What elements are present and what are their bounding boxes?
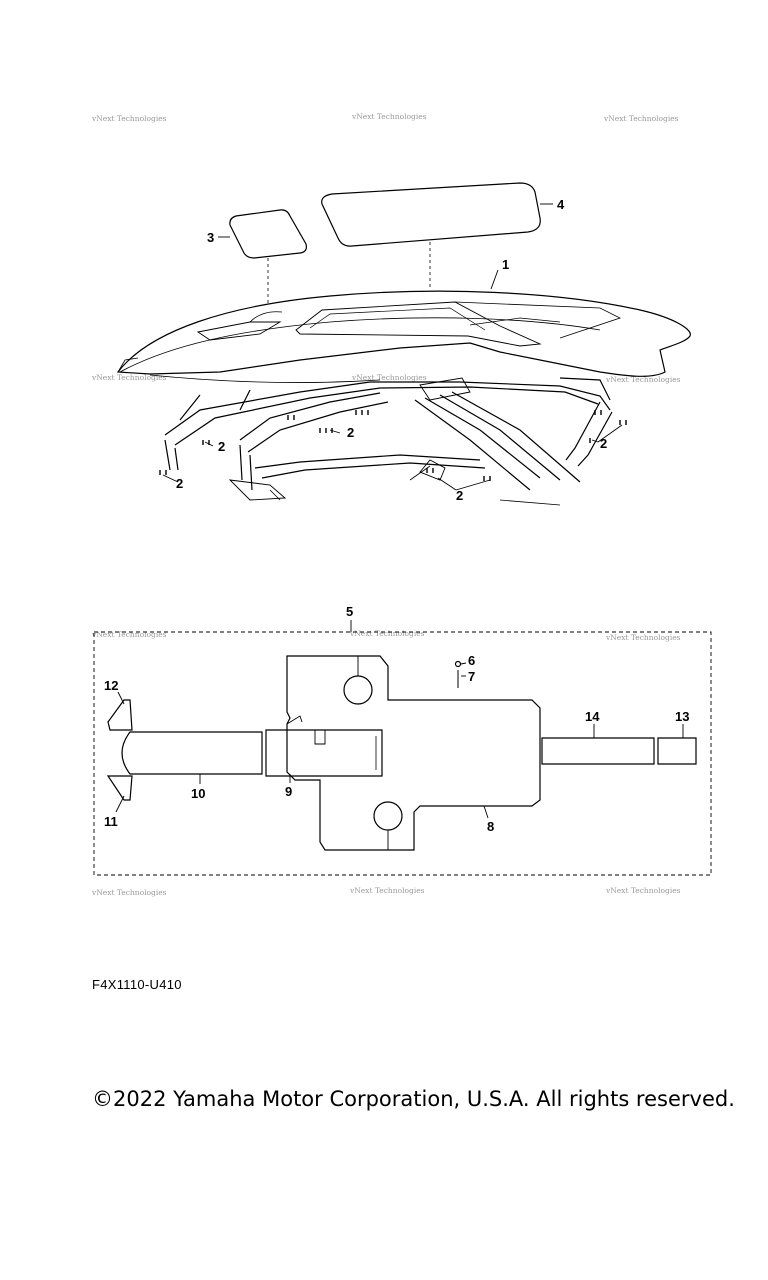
diagram-code: F4X1110-U410 xyxy=(92,977,182,992)
callout-3: 3 xyxy=(207,230,214,245)
kit-boundary xyxy=(93,631,712,876)
frame-tubes xyxy=(164,381,613,491)
mat-center xyxy=(121,731,263,775)
watermark: vNext Technologies xyxy=(349,886,425,895)
mat-side-lower xyxy=(106,775,133,801)
lower-callouts: 5 6 7 8 9 10 11 12 13 14 xyxy=(104,604,689,834)
callout-11: 11 xyxy=(104,814,118,829)
watermark: vNext Technologies xyxy=(349,629,425,638)
callout-1: 1 xyxy=(502,257,509,272)
callout-9: 9 xyxy=(285,784,292,799)
top-panel-small xyxy=(229,209,307,259)
watermark: vNext Technologies xyxy=(91,373,167,382)
leader-lines-lower xyxy=(115,662,684,819)
callout-14: 14 xyxy=(585,709,600,724)
canopy-assembly xyxy=(116,182,691,506)
mat-side-upper xyxy=(107,699,133,731)
watermark: vNext Technologies xyxy=(351,373,427,382)
fastener-head xyxy=(454,660,462,668)
watermark: vNext Technologies xyxy=(91,630,167,639)
watermark: vNext Technologies xyxy=(351,112,427,121)
upper-callouts: 1 3 4 2 2 2 2 2 xyxy=(176,197,607,503)
mat-cutout xyxy=(343,675,373,705)
callout-4: 4 xyxy=(557,197,565,212)
watermark: vNext Technologies xyxy=(603,114,679,123)
callout-2: 2 xyxy=(600,436,607,451)
mat-cutout xyxy=(373,801,403,831)
leader-lines-upper xyxy=(162,203,623,491)
callout-2: 2 xyxy=(347,425,354,440)
mat-end xyxy=(657,737,697,765)
copyright-notice: ©2022 Yamaha Motor Corporation, U.S.A. A… xyxy=(92,1087,735,1111)
callout-12: 12 xyxy=(104,678,118,693)
callout-2: 2 xyxy=(218,439,225,454)
watermark: vNext Technologies xyxy=(91,114,167,123)
watermark: vNext Technologies xyxy=(605,886,681,895)
callout-10: 10 xyxy=(191,786,205,801)
mat-main xyxy=(286,655,541,851)
callout-5: 5 xyxy=(346,604,353,619)
watermark: vNext Technologies xyxy=(91,888,167,897)
callout-6: 6 xyxy=(468,653,475,668)
callout-2: 2 xyxy=(176,476,183,491)
mat-strip xyxy=(541,737,655,765)
mat-step xyxy=(265,729,383,777)
mat-kit xyxy=(93,620,712,876)
watermarks: vNext Technologies vNext Technologies vN… xyxy=(91,112,681,897)
watermark: vNext Technologies xyxy=(605,375,681,384)
top-panel-large xyxy=(321,182,541,247)
callout-2: 2 xyxy=(456,488,463,503)
watermark: vNext Technologies xyxy=(605,633,681,642)
callout-8: 8 xyxy=(487,819,494,834)
canopy-top xyxy=(116,290,691,377)
callout-13: 13 xyxy=(675,709,689,724)
callout-7: 7 xyxy=(468,669,475,684)
